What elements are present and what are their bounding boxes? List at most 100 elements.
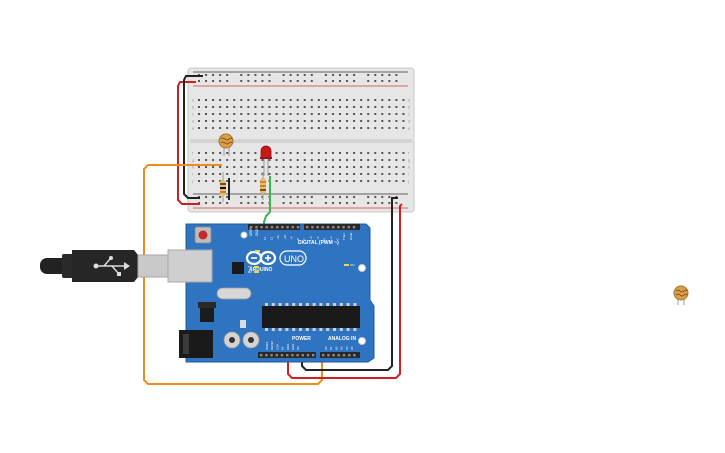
breadboard-hole[interactable]: [275, 173, 278, 175]
breadboard-rail-hole[interactable]: [205, 80, 208, 82]
breadboard-hole[interactable]: [395, 120, 398, 122]
header-pin[interactable]: [260, 354, 263, 357]
breadboard-rail-hole[interactable]: [282, 74, 285, 76]
wire-black-left[interactable]: [183, 75, 203, 199]
header-pin[interactable]: [280, 354, 284, 357]
usb-b-socket[interactable]: [167, 249, 213, 283]
header-pin[interactable]: [275, 354, 278, 357]
breadboard-hole[interactable]: [219, 127, 222, 129]
breadboard-hole[interactable]: [268, 159, 271, 161]
breadboard-hole[interactable]: [226, 166, 229, 168]
breadboard-hole[interactable]: [395, 152, 398, 154]
breadboard-hole[interactable]: [261, 127, 264, 129]
breadboard-hole[interactable]: [324, 127, 327, 129]
breadboard-rail-hole[interactable]: [303, 74, 306, 76]
header-pin[interactable]: [326, 226, 330, 229]
breadboard-hole[interactable]: [324, 152, 327, 154]
breadboard-hole[interactable]: [254, 127, 257, 129]
breadboard-rail-hole[interactable]: [296, 80, 299, 82]
breadboard-hole[interactable]: [254, 159, 257, 161]
breadboard-rail-hole[interactable]: [367, 202, 370, 204]
breadboard-hole[interactable]: [268, 99, 271, 101]
header-pin[interactable]: [301, 354, 304, 357]
breadboard-hole[interactable]: [331, 127, 334, 129]
breadboard-hole[interactable]: [339, 120, 341, 122]
breadboard-hole[interactable]: [367, 173, 370, 175]
breadboard-hole[interactable]: [317, 159, 320, 161]
breadboard-hole[interactable]: [289, 106, 292, 108]
breadboard-hole[interactable]: [296, 113, 299, 115]
breadboard-hole[interactable]: [395, 166, 398, 168]
breadboard-rail-hole[interactable]: [247, 80, 250, 82]
header-pin[interactable]: [255, 226, 258, 229]
breadboard-hole[interactable]: [317, 152, 320, 154]
breadboard-hole[interactable]: [317, 113, 320, 115]
breadboard-hole[interactable]: [388, 159, 391, 161]
header-pin[interactable]: [321, 226, 324, 229]
breadboard-holes[interactable]: [198, 74, 405, 204]
breadboard-hole[interactable]: [289, 120, 292, 122]
breadboard-hole[interactable]: [212, 180, 215, 182]
breadboard-hole[interactable]: [367, 159, 370, 161]
header-pin[interactable]: [322, 354, 325, 357]
breadboard-hole[interactable]: [395, 99, 398, 101]
breadboard-hole[interactable]: [198, 127, 200, 129]
breadboard-hole[interactable]: [268, 106, 271, 108]
breadboard-hole[interactable]: [303, 127, 306, 129]
breadboard-hole[interactable]: [339, 106, 341, 108]
breadboard-rail-hole[interactable]: [353, 74, 356, 76]
breadboard-hole[interactable]: [381, 180, 384, 182]
breadboard-hole[interactable]: [254, 166, 257, 168]
breadboard-hole[interactable]: [374, 120, 377, 122]
breadboard-hole[interactable]: [247, 113, 250, 115]
breadboard-hole[interactable]: [289, 99, 292, 101]
breadboard-rail-hole[interactable]: [282, 196, 285, 198]
breadboard-hole[interactable]: [331, 180, 334, 182]
breadboard-rail-hole[interactable]: [219, 202, 222, 204]
breadboard-rail-hole[interactable]: [254, 80, 257, 82]
header-pin[interactable]: [311, 226, 314, 229]
breadboard-hole[interactable]: [296, 173, 299, 175]
breadboard-rail-hole[interactable]: [247, 202, 250, 204]
breadboard-rail-hole[interactable]: [226, 196, 229, 198]
breadboard-rail-hole[interactable]: [240, 74, 243, 76]
breadboard-hole[interactable]: [205, 173, 208, 175]
breadboard-rail-hole[interactable]: [381, 80, 384, 82]
breadboard-hole[interactable]: [353, 152, 356, 154]
breadboard-hole[interactable]: [240, 159, 243, 161]
breadboard-rail-hole[interactable]: [289, 80, 292, 82]
breadboard-hole[interactable]: [226, 99, 229, 101]
breadboard-hole[interactable]: [212, 152, 215, 154]
breadboard-hole[interactable]: [268, 120, 271, 122]
breadboard-hole[interactable]: [240, 173, 243, 175]
header-pin[interactable]: [348, 354, 351, 357]
breadboard-rail-hole[interactable]: [247, 74, 250, 76]
breadboard-rail-hole[interactable]: [289, 196, 292, 198]
breadboard-hole[interactable]: [275, 127, 278, 129]
breadboard-rail-hole[interactable]: [240, 202, 243, 204]
breadboard-hole[interactable]: [205, 159, 208, 161]
breadboard-rail-hole[interactable]: [296, 196, 299, 198]
breadboard-hole[interactable]: [247, 159, 250, 161]
breadboard-hole[interactable]: [381, 152, 384, 154]
breadboard-hole[interactable]: [310, 106, 313, 108]
header-pin[interactable]: [265, 226, 268, 229]
breadboard-hole[interactable]: [289, 180, 292, 182]
breadboard-hole[interactable]: [324, 180, 327, 182]
breadboard-hole[interactable]: [310, 159, 313, 161]
breadboard-hole[interactable]: [296, 180, 299, 182]
breadboard-rail-hole[interactable]: [367, 196, 370, 198]
breadboard-hole[interactable]: [360, 120, 363, 122]
breadboard-hole[interactable]: [353, 113, 356, 115]
breadboard-rail-hole[interactable]: [219, 196, 222, 198]
breadboard-hole[interactable]: [395, 159, 398, 161]
breadboard-rail-hole[interactable]: [388, 196, 391, 198]
breadboard-rail-hole[interactable]: [282, 80, 285, 82]
breadboard-rail-hole[interactable]: [261, 74, 264, 76]
breadboard-rail-hole[interactable]: [205, 74, 208, 76]
breadboard-hole[interactable]: [360, 106, 363, 108]
breadboard-hole[interactable]: [324, 173, 327, 175]
breadboard-hole[interactable]: [198, 120, 200, 122]
breadboard-hole[interactable]: [402, 113, 405, 115]
